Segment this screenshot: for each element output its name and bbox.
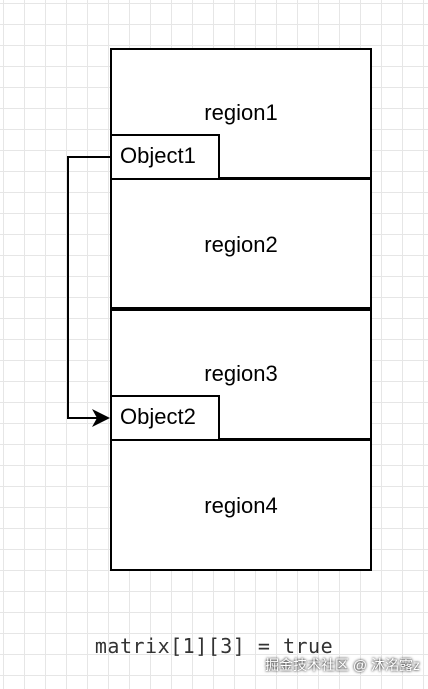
arrowhead-shape [92, 409, 110, 427]
object-1-box: Object1 [110, 134, 220, 180]
matrix-caption: matrix[1][3] = true [94, 634, 334, 658]
watermark: 掘金技术社区 @ 沐洺露z [265, 657, 420, 673]
region-2-box: region2 [110, 178, 372, 309]
region-1-label: region1 [204, 100, 278, 125]
object-2-box: Object2 [110, 395, 220, 441]
region-3-label: region3 [204, 361, 278, 386]
region-4-box: region4 [110, 439, 372, 571]
arrow-path [67, 156, 110, 423]
region-4-label: region4 [204, 493, 278, 518]
object-2-label: Object2 [120, 404, 196, 429]
object-1-label: Object1 [120, 143, 196, 168]
region-2-label: region2 [204, 232, 278, 257]
